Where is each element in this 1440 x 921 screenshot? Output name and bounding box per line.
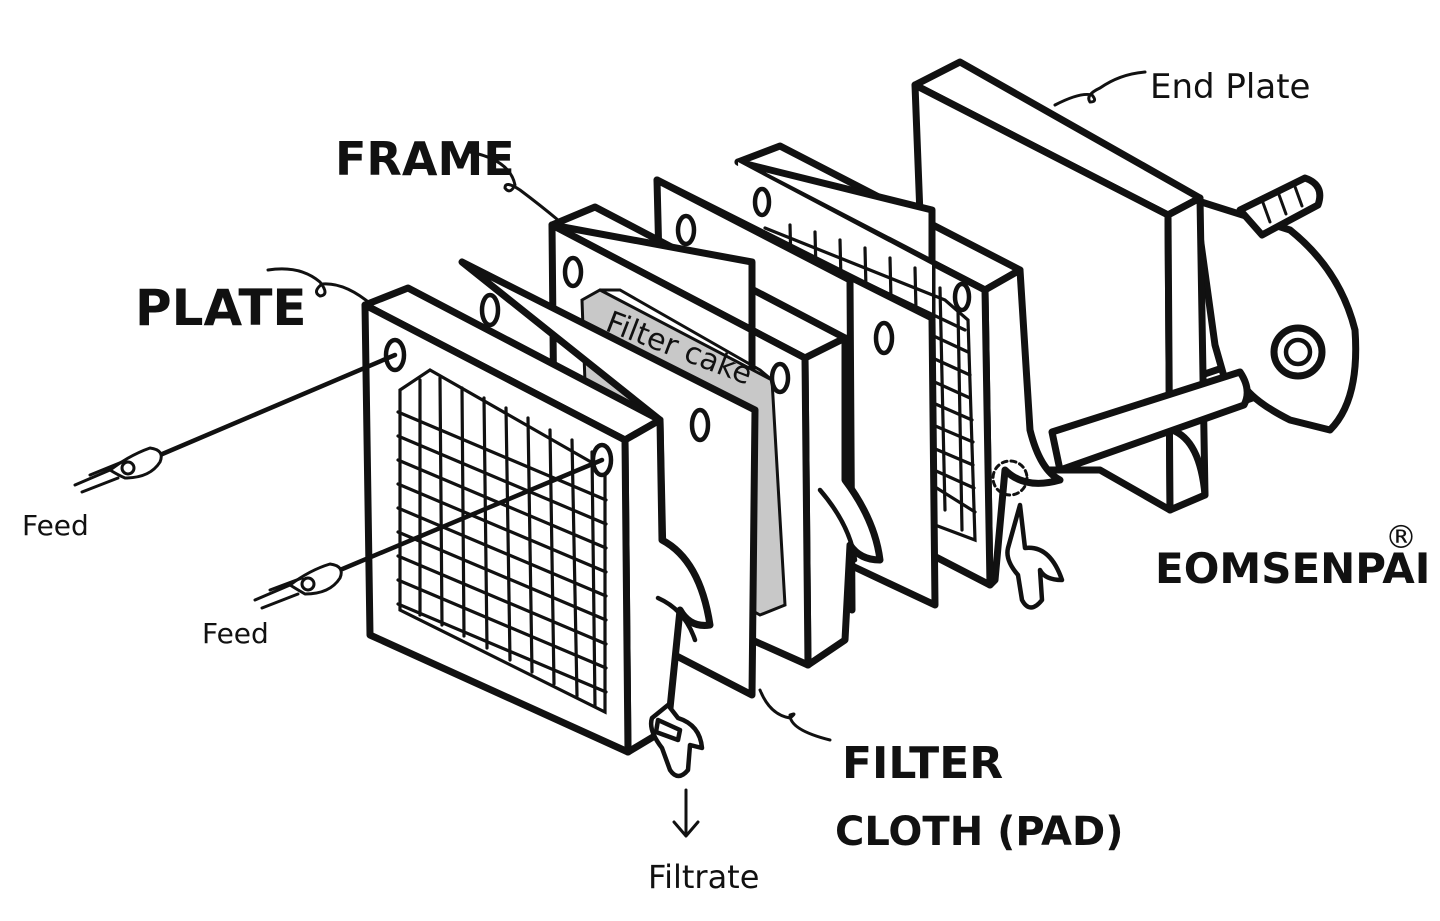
feed-bottom-label: Feed — [202, 617, 269, 650]
filter-cloth-label-line2: CLOTH (PAD) — [835, 809, 1123, 855]
labels: PLATE FRAME FILTER CLOTH (PAD) End Plate… — [22, 67, 1430, 896]
brand-registered-mark: ® — [1385, 518, 1417, 556]
filter-cloth-label-line1: FILTER — [842, 738, 1003, 789]
feed-lines — [73, 352, 605, 610]
end-plate — [911, 58, 1360, 514]
end-plate-label: End Plate — [1150, 67, 1310, 107]
filtrate-arrow — [672, 788, 700, 838]
filtrate-label: Filtrate — [648, 858, 759, 896]
frame-label: FRAME — [335, 132, 515, 186]
front-plate-mesh — [396, 368, 608, 715]
plate-label: PLATE — [135, 279, 307, 337]
feed-top-label: Feed — [22, 509, 89, 542]
front-plate — [361, 284, 714, 779]
brand-name: EOMSENPAI — [1155, 544, 1430, 593]
leader-lines — [266, 70, 1147, 742]
